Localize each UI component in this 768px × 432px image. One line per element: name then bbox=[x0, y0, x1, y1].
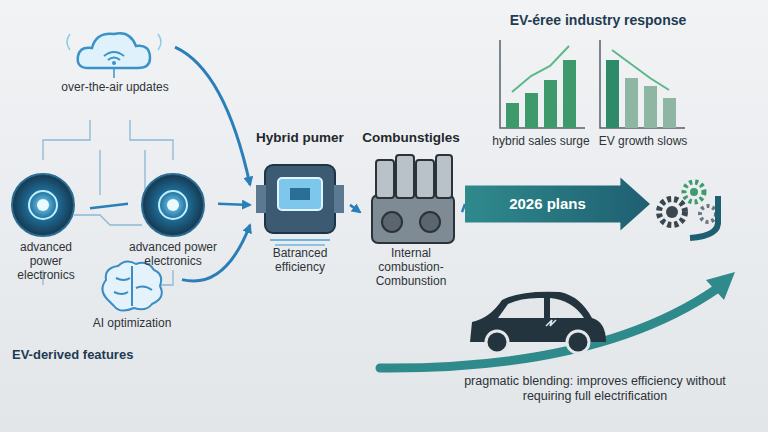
cloud-node: over-the-air updates bbox=[55, 22, 175, 94]
connector-arrow bbox=[462, 204, 465, 212]
combustion-node: CombunstiglesInternal combustion- Combun… bbox=[360, 130, 462, 288]
node-text: AI optimization bbox=[82, 316, 182, 330]
node-text: hybrid sales surge bbox=[492, 134, 590, 148]
node-text: over-the-air updates bbox=[55, 80, 175, 94]
ai-node: AI optimization bbox=[82, 258, 182, 330]
chip-node: advanced power electronics bbox=[128, 172, 218, 268]
car-icon bbox=[470, 292, 606, 353]
connector-arrow bbox=[218, 204, 250, 205]
chart-node: EV growth slows bbox=[594, 40, 692, 148]
brain-icon bbox=[102, 261, 161, 310]
gears-icon bbox=[659, 182, 718, 238]
connector-arrow bbox=[175, 47, 250, 185]
chart-node: hybrid sales surge bbox=[492, 40, 590, 148]
chip-node: advanced power electronics bbox=[2, 172, 90, 282]
note-text: pragmatic blending: improves efficiency … bbox=[455, 374, 735, 404]
engine-icon bbox=[372, 155, 454, 243]
node-text: advanced power electronics bbox=[2, 240, 90, 282]
connector-arrow bbox=[90, 204, 128, 209]
connector-arrow bbox=[350, 205, 360, 212]
hybrid-powertrain-icon bbox=[256, 165, 344, 245]
plans-band: 2026 plans bbox=[465, 182, 650, 226]
node-text: Batranced efficiency bbox=[250, 246, 350, 274]
group-caption: EV-derived features bbox=[12, 347, 212, 362]
section-title: EV-éree industry response bbox=[478, 12, 718, 28]
bar-chart bbox=[500, 40, 685, 128]
node-text: 2026 plans bbox=[475, 194, 620, 214]
node-text: EV growth slows bbox=[594, 134, 692, 148]
node-text: Internal combustion- Combunstion bbox=[360, 246, 462, 288]
chip-icon bbox=[12, 174, 204, 236]
node-heading: Combunstigles bbox=[360, 130, 462, 146]
cloud-icon bbox=[67, 33, 161, 78]
node-text: advanced power electronics bbox=[128, 240, 218, 268]
hybrid-node: Hybrid pumerBatranced efficiency bbox=[250, 130, 350, 274]
node-heading: Hybrid pumer bbox=[250, 130, 350, 146]
